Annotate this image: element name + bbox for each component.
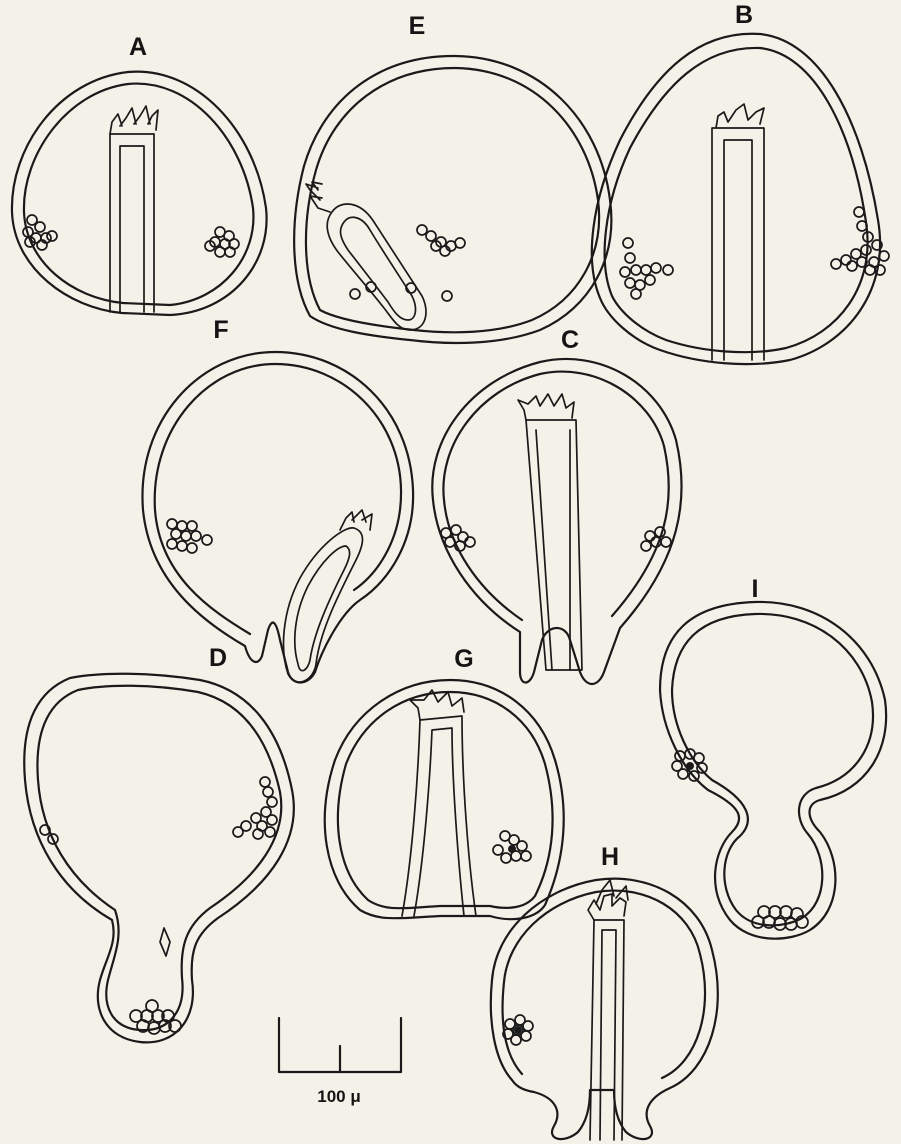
scale-bar: 100 μ <box>279 1018 401 1106</box>
cell-drawing-e <box>294 56 611 343</box>
cell-drawing-i <box>660 602 886 939</box>
panel-label-g: G <box>454 645 473 673</box>
panel-label-c: C <box>561 326 579 354</box>
cell-drawing-g <box>325 680 564 919</box>
panel-label-h: H <box>601 843 619 871</box>
panel-label-e: E <box>409 12 426 40</box>
panel-label-f: F <box>213 316 228 344</box>
cell-drawing-f <box>142 352 413 683</box>
scale-bar-label: 100 μ <box>317 1087 361 1106</box>
panel-label-a: A <box>129 33 147 61</box>
cell-drawing-d <box>24 674 294 1043</box>
cell-drawing-c <box>432 359 681 684</box>
panel-label-i: I <box>752 575 759 603</box>
cell-drawing-a <box>12 72 267 315</box>
cell-drawing-b <box>592 34 889 364</box>
panel-label-b: B <box>735 1 753 29</box>
panel-label-d: D <box>209 644 227 672</box>
